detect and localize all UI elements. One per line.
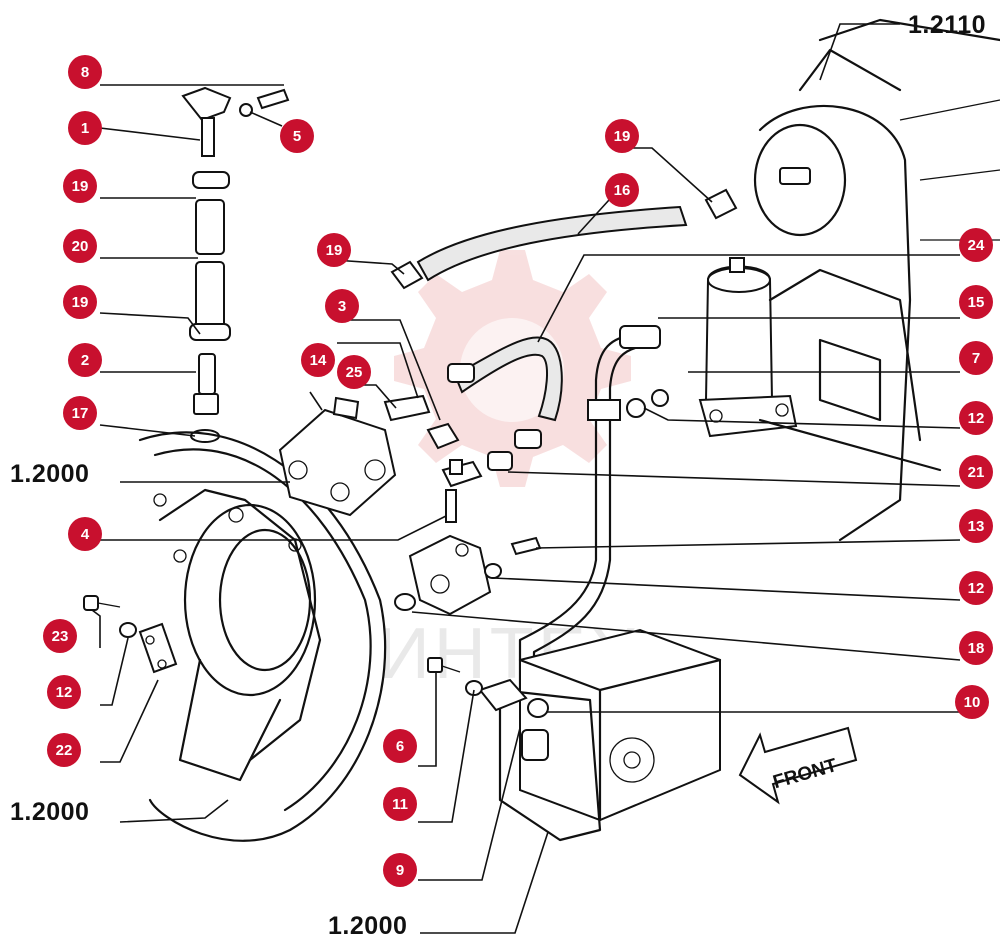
- svg-text:8: 8: [81, 64, 89, 81]
- callout-7: 7: [959, 341, 993, 375]
- svg-text:7: 7: [972, 350, 980, 367]
- svg-text:25: 25: [346, 364, 363, 381]
- callout-9: 9: [383, 853, 417, 887]
- callouts: 8 1 5 19 20 19 2 17 19 16 3 14 25 19 24 …: [43, 55, 993, 887]
- svg-text:15: 15: [968, 294, 985, 311]
- flywheel-housing: [138, 431, 387, 842]
- hose-fitting: [447, 363, 475, 383]
- callout-4: 4: [68, 517, 102, 551]
- callout-14: 14: [301, 343, 335, 377]
- svg-text:19: 19: [72, 294, 89, 311]
- filter-assembly: [698, 257, 798, 438]
- svg-text:13: 13: [968, 518, 985, 535]
- callout-19-a: 19: [63, 169, 97, 203]
- callout-12-b: 12: [959, 571, 993, 605]
- callout-19-c: 19: [605, 119, 639, 153]
- callout-10: 10: [955, 685, 989, 719]
- svg-text:12: 12: [56, 684, 73, 701]
- front-direction-arrow: FRONT: [738, 726, 858, 805]
- ref-label-left-mid: 1.2000: [10, 460, 89, 488]
- callout-21: 21: [959, 455, 993, 489]
- svg-text:14: 14: [310, 352, 327, 369]
- svg-text:2: 2: [81, 352, 89, 369]
- callout-19-d: 19: [317, 233, 351, 267]
- svg-text:19: 19: [72, 178, 89, 195]
- ref-label-top-right: 1.2110: [908, 11, 986, 39]
- callout-13: 13: [959, 509, 993, 543]
- watermark-gear-icon: [394, 250, 631, 487]
- svg-text:5: 5: [293, 128, 301, 145]
- svg-text:4: 4: [81, 526, 90, 543]
- svg-text:22: 22: [56, 742, 73, 759]
- hydraulic-pump: [427, 628, 722, 842]
- callout-11: 11: [383, 787, 417, 821]
- breather-hose: [416, 205, 688, 282]
- oil-pipe-hose: [453, 336, 563, 422]
- svg-text:10: 10: [964, 694, 981, 711]
- svg-text:12: 12: [968, 410, 985, 427]
- callout-22: 22: [47, 733, 81, 767]
- svg-text:20: 20: [72, 238, 89, 255]
- callout-2: 2: [68, 343, 102, 377]
- svg-text:18: 18: [968, 640, 985, 657]
- cover-plate: [83, 595, 178, 674]
- callout-6: 6: [383, 729, 417, 763]
- svg-text:19: 19: [614, 128, 631, 145]
- svg-text:1: 1: [81, 120, 89, 137]
- ref-label-bottom: 1.2000: [328, 912, 407, 940]
- callout-16: 16: [605, 173, 639, 207]
- ref-label-left-bottom: 1.2000: [10, 798, 89, 826]
- hose-clamp-top: [704, 188, 738, 220]
- svg-text:9: 9: [396, 862, 404, 879]
- callout-17: 17: [63, 396, 97, 430]
- union-fitting: [487, 451, 513, 471]
- svg-text:11: 11: [392, 796, 408, 813]
- svg-text:23: 23: [52, 628, 69, 645]
- callout-19-b: 19: [63, 285, 97, 319]
- svg-text:17: 17: [72, 405, 89, 422]
- svg-text:19: 19: [326, 242, 343, 259]
- valve-block: [278, 394, 483, 523]
- callout-8: 8: [68, 55, 102, 89]
- svg-text:6: 6: [396, 738, 404, 755]
- svg-text:24: 24: [968, 237, 985, 254]
- svg-text:12: 12: [968, 580, 985, 597]
- callout-3: 3: [325, 289, 359, 323]
- callout-25: 25: [337, 355, 371, 389]
- hose-clamp-mid: [390, 260, 424, 290]
- callout-12-a: 12: [959, 401, 993, 435]
- callout-23: 23: [43, 619, 77, 653]
- svg-text:21: 21: [968, 464, 985, 481]
- mounting-bracket: [394, 534, 542, 616]
- callout-15: 15: [959, 285, 993, 319]
- elbow-fitting: [514, 429, 542, 449]
- callout-24: 24: [959, 228, 993, 262]
- callout-1: 1: [68, 111, 102, 145]
- callout-12-c: 12: [47, 675, 81, 709]
- callout-5: 5: [280, 119, 314, 153]
- callout-20: 20: [63, 229, 97, 263]
- rigid-pipe: [518, 333, 642, 702]
- svg-text:16: 16: [614, 182, 631, 199]
- leader-lines: [91, 23, 961, 934]
- vertical-breather-stack: [181, 86, 290, 443]
- svg-text:3: 3: [338, 298, 346, 315]
- callout-18: 18: [959, 631, 993, 665]
